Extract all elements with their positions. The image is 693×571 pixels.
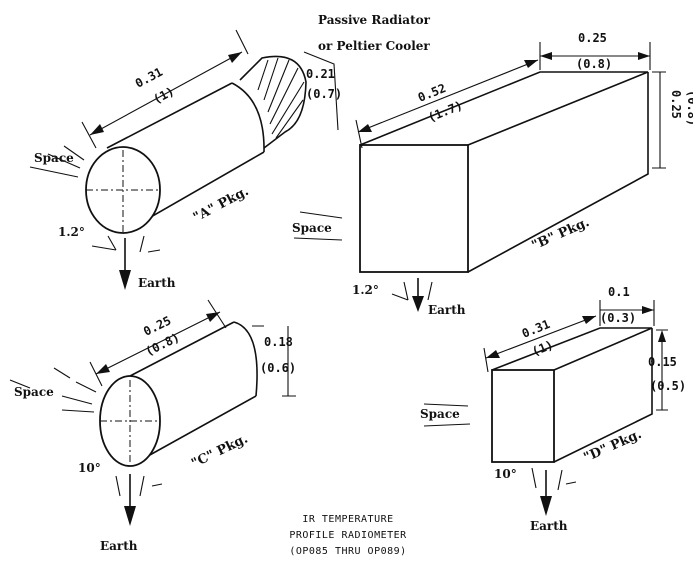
package-b-depth: 0.25 (578, 31, 607, 45)
package-b-earth-label: Earth (428, 303, 466, 317)
package-a-length-dimension (89, 51, 243, 136)
package-d-earth-label: Earth (530, 519, 568, 533)
package-d-depth-alt: (0.3) (600, 311, 636, 325)
package-a-body-top-edge (106, 82, 233, 149)
caption-line1: IR TEMPERATURE (302, 514, 393, 525)
package-c-earth-label: Earth (100, 539, 138, 553)
package-a: 0.31 (1) 0.21 (0.7) Space 1.2° Earth "A"… (29, 29, 342, 290)
package-c-body-top-edge (129, 321, 235, 377)
package-d-length: 0.31 (520, 317, 552, 341)
package-b-depth-alt: (0.8) (576, 57, 612, 71)
package-c-diameter-alt: (0.6) (260, 361, 296, 375)
package-b-height-dimension (652, 71, 666, 169)
caption-line2: PROFILE RADIOMETER (289, 530, 407, 541)
package-d-length-dimension (483, 315, 597, 373)
package-d-space-rays (423, 403, 471, 427)
package-b-angle: 1.2° (352, 283, 379, 297)
package-c-angle: 10° (78, 461, 101, 475)
caption-line3: (OP085 THRU OP089) (289, 546, 406, 557)
package-c-name: "C" Pkg. (189, 431, 250, 471)
package-b: 0.52 (1.7) 0.25 (0.8) 0.25 (0.8) Space 1… (292, 31, 693, 317)
package-d-depth: 0.1 (608, 285, 630, 299)
package-b-height: 0.25 (669, 90, 683, 119)
package-a-angle: 1.2° (58, 225, 85, 239)
package-a-length-alt: (1) (151, 84, 177, 107)
package-b-height-alt: (0.8) (685, 90, 693, 126)
package-d-height: 0.15 (648, 355, 677, 369)
package-c-space-label: Space (14, 385, 54, 399)
package-c-diameter: 0.18 (264, 335, 293, 349)
package-a-radiator-alt: (0.7) (306, 87, 342, 101)
package-d-front-face (491, 369, 555, 463)
package-a-name: "A" Pkg. (191, 184, 252, 226)
package-a-length: 0.31 (133, 65, 165, 91)
package-b-space-label: Space (292, 221, 332, 235)
radiator-label-line1: Passive Radiator (318, 13, 431, 27)
package-b-length-dimension (357, 59, 539, 133)
package-d: 0.31 (1) 0.1 (0.3) 0.15 (0.5) Space 10° … (420, 285, 686, 533)
package-a-radiator: 0.21 (306, 67, 335, 81)
package-c-body-end (233, 321, 258, 397)
package-c-diameter-dimension (252, 325, 296, 397)
package-b-space-rays (293, 211, 343, 241)
package-d-length-alt: (1) (530, 338, 555, 359)
package-b-front-face (359, 144, 469, 273)
package-a-radiator (239, 55, 307, 149)
package-a-space-rays (29, 145, 85, 178)
package-c: 0.25 (0.8) 0.18 (0.6) Space 10° Earth "C… (9, 299, 296, 553)
package-c-space-rays (9, 367, 97, 413)
package-d-side-face (553, 328, 653, 463)
package-d-angle: 10° (494, 467, 517, 481)
package-b-side-face (467, 72, 649, 273)
package-b-length: 0.52 (416, 81, 448, 105)
package-d-top-face (491, 327, 653, 371)
package-a-body-end (231, 82, 265, 153)
radiator-label-line2: or Peltier Cooler (318, 39, 430, 53)
package-b-top-face (359, 71, 649, 146)
package-d-space-label: Space (420, 407, 460, 421)
package-d-height-alt: (0.5) (650, 379, 686, 393)
package-a-earth-label: Earth (138, 276, 176, 290)
package-a-radiator-dimension (303, 51, 339, 131)
